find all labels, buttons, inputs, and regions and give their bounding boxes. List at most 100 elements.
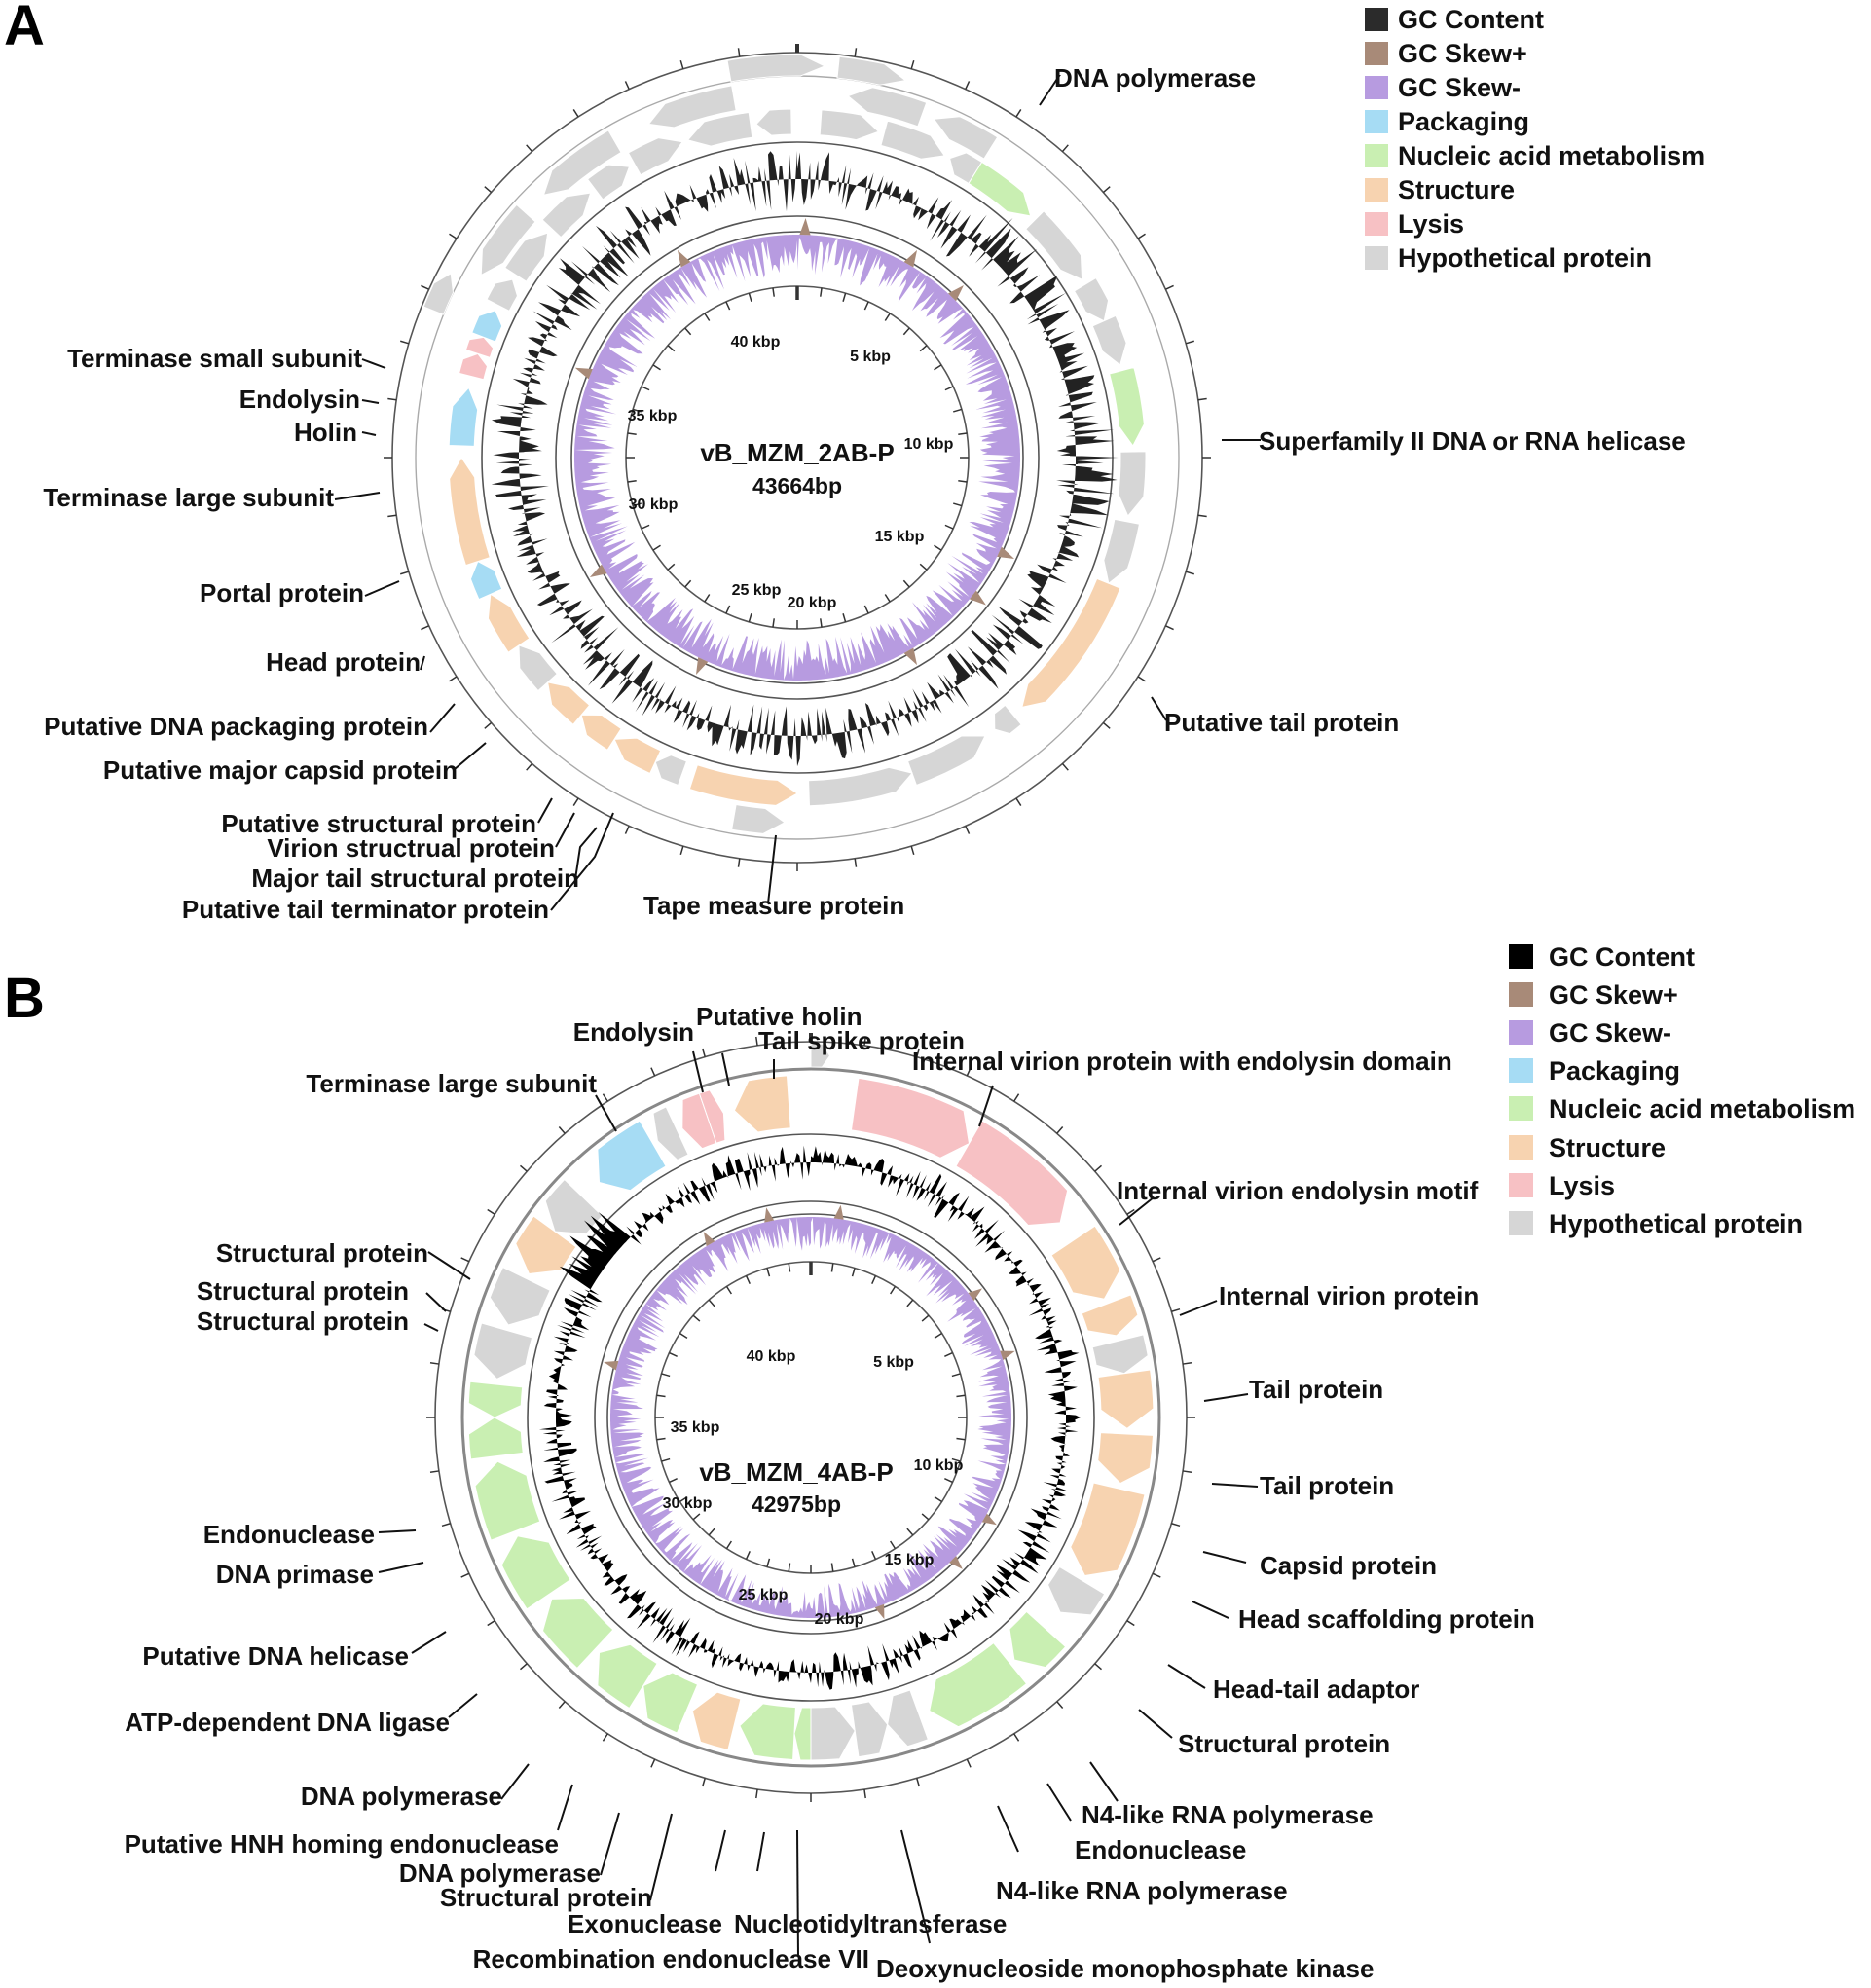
gene-label: Head protein <box>266 647 421 677</box>
outer-tick <box>1102 186 1111 194</box>
scale-tick <box>842 292 847 302</box>
gc-skew-plus-peak <box>903 249 918 268</box>
scale-tick <box>652 364 661 371</box>
scale-tick <box>772 618 775 628</box>
scale-tick <box>934 544 942 551</box>
outer-tick <box>1013 1093 1020 1102</box>
legend-label: Lysis <box>1549 1171 1615 1200</box>
cds-arrow <box>731 803 786 834</box>
gc-skew-plus-peak <box>968 1288 983 1302</box>
scale-tick <box>772 287 775 297</box>
legend-swatch <box>1365 212 1388 236</box>
gene-label: Putative major capsid protein <box>103 755 458 785</box>
panel-b: B vB_MZM_4AB-P 42975bp 40 kbp 5 kbp 35 k… <box>4 942 1855 1983</box>
leader-line <box>1046 1783 1072 1822</box>
gene-label: Major tail structural protein <box>251 864 579 893</box>
scale-tick <box>679 1332 688 1339</box>
outer-tick <box>421 284 429 290</box>
panel-letter-b: B <box>4 967 45 1030</box>
panel-a-genome-length: 43664bp <box>752 473 842 498</box>
leader-line <box>537 797 553 824</box>
cds-arrow <box>422 272 454 315</box>
outer-tick <box>487 1208 495 1215</box>
cds-arrow <box>739 1703 796 1761</box>
panel-a-gene-labels: DNA polymerase Superfamily II DNA or RNA… <box>43 63 1685 924</box>
cds-arrow <box>597 1643 658 1710</box>
gc-skew-plus-peak <box>604 1360 619 1371</box>
legend-swatch <box>1365 42 1388 65</box>
gene-label: Tail spike protein <box>758 1026 965 1055</box>
outer-tick <box>1152 1572 1161 1578</box>
cds-arrow <box>1021 577 1121 709</box>
outer-tick <box>910 845 915 855</box>
cds-arrow <box>850 1077 971 1159</box>
cds-track-outer-line <box>460 1067 1161 1768</box>
scale-tick <box>956 1437 966 1441</box>
outer-tick <box>701 1048 706 1057</box>
gene-label: Endolysin <box>573 1017 694 1047</box>
outer-tick <box>1013 1733 1020 1742</box>
outer-tick <box>1015 109 1022 118</box>
legend-label: GC Skew- <box>1398 73 1521 102</box>
scale-tick <box>692 1314 701 1322</box>
panel-a-gene-annotations <box>334 75 1261 911</box>
leader-line <box>997 1805 1019 1853</box>
scale-tick <box>934 364 942 371</box>
outer-tick <box>526 144 533 153</box>
legend-swatch <box>1509 1020 1533 1045</box>
outer-tick <box>1185 571 1194 575</box>
gene-label: Endolysin <box>239 385 360 414</box>
kbp-label: 30 kbp <box>629 497 679 513</box>
gene-label: Terminase large subunit <box>43 483 334 512</box>
gene-label: Exonuclease <box>568 1909 722 1938</box>
leader-line <box>361 431 377 436</box>
gene-label: Holin <box>294 418 357 447</box>
legend-swatch <box>1509 1058 1533 1083</box>
leader-line <box>796 1829 799 1958</box>
outer-tick <box>519 1164 528 1172</box>
scale-tick <box>684 327 692 336</box>
scale-tick <box>863 605 869 614</box>
gc-skew-plus-peak <box>997 546 1015 560</box>
outer-tick <box>854 48 858 57</box>
leader-line <box>378 1562 424 1573</box>
scale-tick <box>863 301 869 311</box>
cds-arrow <box>906 735 986 787</box>
panel-letter-a: A <box>4 0 45 57</box>
gene-label: Internal virion protein <box>1219 1281 1479 1310</box>
panel-b-outer-ticks <box>426 1033 1195 1802</box>
outer-tick <box>460 1572 470 1578</box>
cds-arrow <box>810 1043 831 1068</box>
cds-arrow <box>1091 1334 1149 1375</box>
outer-tick <box>1015 797 1022 806</box>
cds-arrow <box>1097 1369 1155 1429</box>
kbp-scale-ring <box>654 1261 968 1574</box>
outer-tick <box>1126 1208 1135 1215</box>
scale-tick <box>890 1540 897 1550</box>
outer-tick <box>650 1758 656 1768</box>
kbp-label: 10 kbp <box>904 436 954 453</box>
legend-swatch <box>1365 178 1388 202</box>
outer-tick <box>387 397 397 401</box>
cds-arrow <box>464 336 495 359</box>
leader-line <box>1039 75 1061 106</box>
cds-arrow <box>1118 451 1147 517</box>
cds-arrow <box>810 1706 856 1761</box>
legend-swatch <box>1365 76 1388 99</box>
scale-tick <box>830 1263 834 1272</box>
scale-tick <box>919 563 928 571</box>
scale-tick <box>934 1496 943 1503</box>
cds-arrow <box>1097 1432 1155 1485</box>
leader-line <box>1192 1601 1229 1619</box>
gene-label: Putative holin <box>696 1002 862 1031</box>
cds-arrow <box>449 457 491 567</box>
scale-tick <box>725 605 731 614</box>
scale-tick <box>951 1373 961 1378</box>
scale-tick <box>851 1268 856 1277</box>
cds-arrow <box>597 1120 667 1192</box>
scale-tick <box>669 1351 678 1357</box>
outer-tick <box>1056 1125 1064 1134</box>
cds-arrow <box>544 1178 604 1235</box>
outer-tick <box>863 1036 866 1047</box>
